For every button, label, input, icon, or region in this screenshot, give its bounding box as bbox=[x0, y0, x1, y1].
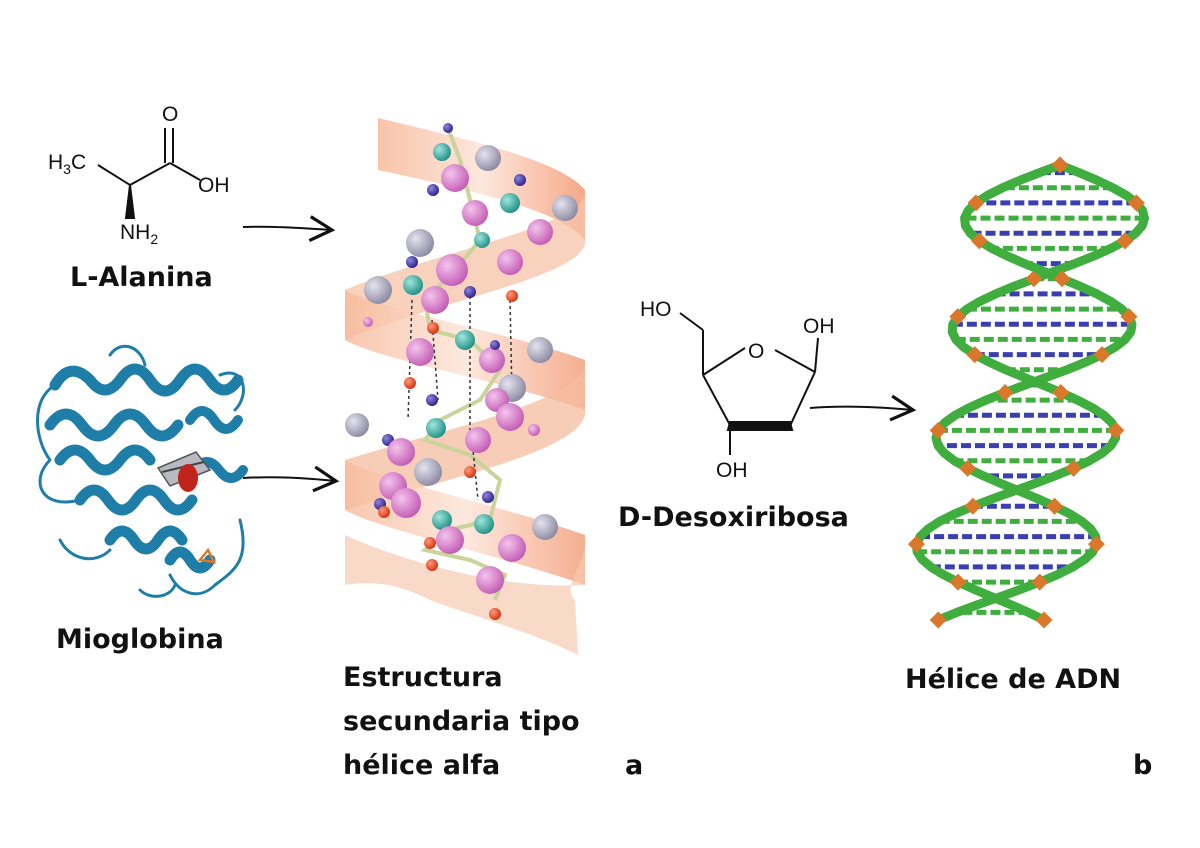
panel-label-b: b bbox=[1133, 750, 1153, 781]
helix-atom bbox=[500, 193, 520, 213]
dna-phosphate bbox=[1031, 573, 1049, 591]
helix-atom bbox=[387, 438, 415, 466]
helix-atom bbox=[406, 229, 434, 257]
dna-phosphate bbox=[1035, 611, 1053, 629]
helix-atom bbox=[433, 143, 451, 161]
helix-atom bbox=[465, 427, 491, 453]
dna-double-helix bbox=[907, 156, 1149, 629]
helix-atom bbox=[406, 338, 434, 366]
label-myoglobin: Mioglobina bbox=[56, 624, 224, 655]
alpha-helix-ribbon bbox=[345, 118, 586, 655]
helix-atom bbox=[441, 164, 469, 192]
helix-atom bbox=[424, 537, 436, 549]
dna-phosphate bbox=[996, 384, 1014, 401]
helix-atom bbox=[436, 254, 468, 286]
helix-atom bbox=[475, 145, 501, 171]
heme-group bbox=[156, 451, 217, 564]
helix-atom bbox=[479, 347, 505, 373]
dna-phosphate bbox=[964, 497, 982, 515]
helix-atom bbox=[432, 510, 452, 530]
helix-atom bbox=[455, 330, 475, 350]
dna-phosphate bbox=[929, 421, 947, 439]
helix-atom bbox=[443, 123, 453, 133]
helix-atom bbox=[378, 506, 390, 518]
dna-phosphate bbox=[949, 573, 967, 591]
label-deoxyribose: D-Desoxiribosa bbox=[618, 502, 849, 533]
helix-atom bbox=[496, 403, 524, 431]
helix-atom bbox=[426, 394, 438, 406]
helix-atom bbox=[506, 290, 518, 302]
arrows bbox=[242, 215, 917, 493]
helix-atom bbox=[404, 377, 416, 389]
helix-atom bbox=[403, 275, 423, 295]
helix-atom bbox=[489, 608, 501, 620]
label-helix-line3: hélice alfa bbox=[343, 750, 501, 781]
helix-atom bbox=[364, 276, 392, 304]
helix-atom bbox=[476, 566, 504, 594]
helix-atom bbox=[527, 337, 553, 363]
helix-atom bbox=[498, 534, 526, 562]
helix-atom bbox=[497, 249, 523, 275]
label-helix-line1: Estructura bbox=[343, 662, 503, 693]
helix-atom bbox=[514, 174, 526, 186]
dna-phosphate bbox=[1087, 535, 1105, 553]
deoxyribose-ring-o: O bbox=[748, 340, 765, 363]
myoglobin-structure bbox=[36, 344, 248, 598]
helix-atom bbox=[532, 514, 558, 540]
deoxyribose-oh-right: OH bbox=[803, 315, 835, 338]
helix-atom bbox=[464, 286, 476, 298]
helix-atom bbox=[421, 286, 449, 314]
label-helix-line2: secundaria tipo bbox=[343, 706, 580, 737]
deoxyribose-ho-group: HO bbox=[640, 298, 672, 321]
dna-phosphate bbox=[907, 535, 925, 553]
helix-atom bbox=[490, 340, 500, 350]
helix-atom bbox=[527, 219, 553, 245]
label-alanine: L-Alanina bbox=[70, 262, 213, 293]
helix-atom bbox=[391, 488, 421, 518]
helix-atom bbox=[427, 184, 439, 196]
alanine-oh-group: OH bbox=[198, 174, 230, 197]
helix-atom bbox=[436, 526, 464, 554]
panel-label-a: a bbox=[625, 750, 644, 781]
helix-atom bbox=[528, 424, 540, 436]
helix-atom bbox=[464, 466, 476, 478]
helix-atom bbox=[552, 195, 578, 221]
alanine-structure bbox=[97, 128, 201, 219]
arrow-alanine-to-helix bbox=[242, 215, 336, 243]
dna-phosphate bbox=[966, 346, 984, 364]
helix-atom bbox=[363, 317, 373, 327]
helix-atom bbox=[345, 413, 369, 437]
helix-atom bbox=[474, 514, 494, 534]
helix-atom bbox=[427, 322, 439, 334]
dna-phosphate bbox=[959, 459, 977, 477]
helix-atom bbox=[406, 256, 418, 268]
helix-atom bbox=[426, 418, 446, 438]
dna-phosphate bbox=[967, 194, 985, 212]
dna-phosphate bbox=[949, 308, 967, 326]
label-dna-helix: Hélice de ADN bbox=[905, 664, 1122, 695]
dna-phosphate bbox=[970, 232, 988, 250]
arrow-myoglobin-to-helix bbox=[242, 465, 340, 493]
helix-atom bbox=[482, 491, 494, 503]
helix-atom bbox=[462, 200, 488, 226]
deoxyribose-oh-bottom: OH bbox=[716, 459, 748, 482]
helix-atom bbox=[414, 458, 442, 486]
dna-phosphate bbox=[929, 611, 947, 629]
alanine-h3c-group: H3C bbox=[48, 151, 87, 178]
alanine-nh2-group: NH2 bbox=[120, 221, 159, 248]
arrow-sugar-to-dna bbox=[809, 394, 917, 422]
deoxyribose-structure bbox=[679, 312, 819, 455]
helix-atom bbox=[474, 232, 490, 248]
alanine-o-atom: O bbox=[162, 103, 179, 126]
helix-atoms bbox=[345, 123, 578, 620]
helix-atom bbox=[426, 559, 438, 571]
